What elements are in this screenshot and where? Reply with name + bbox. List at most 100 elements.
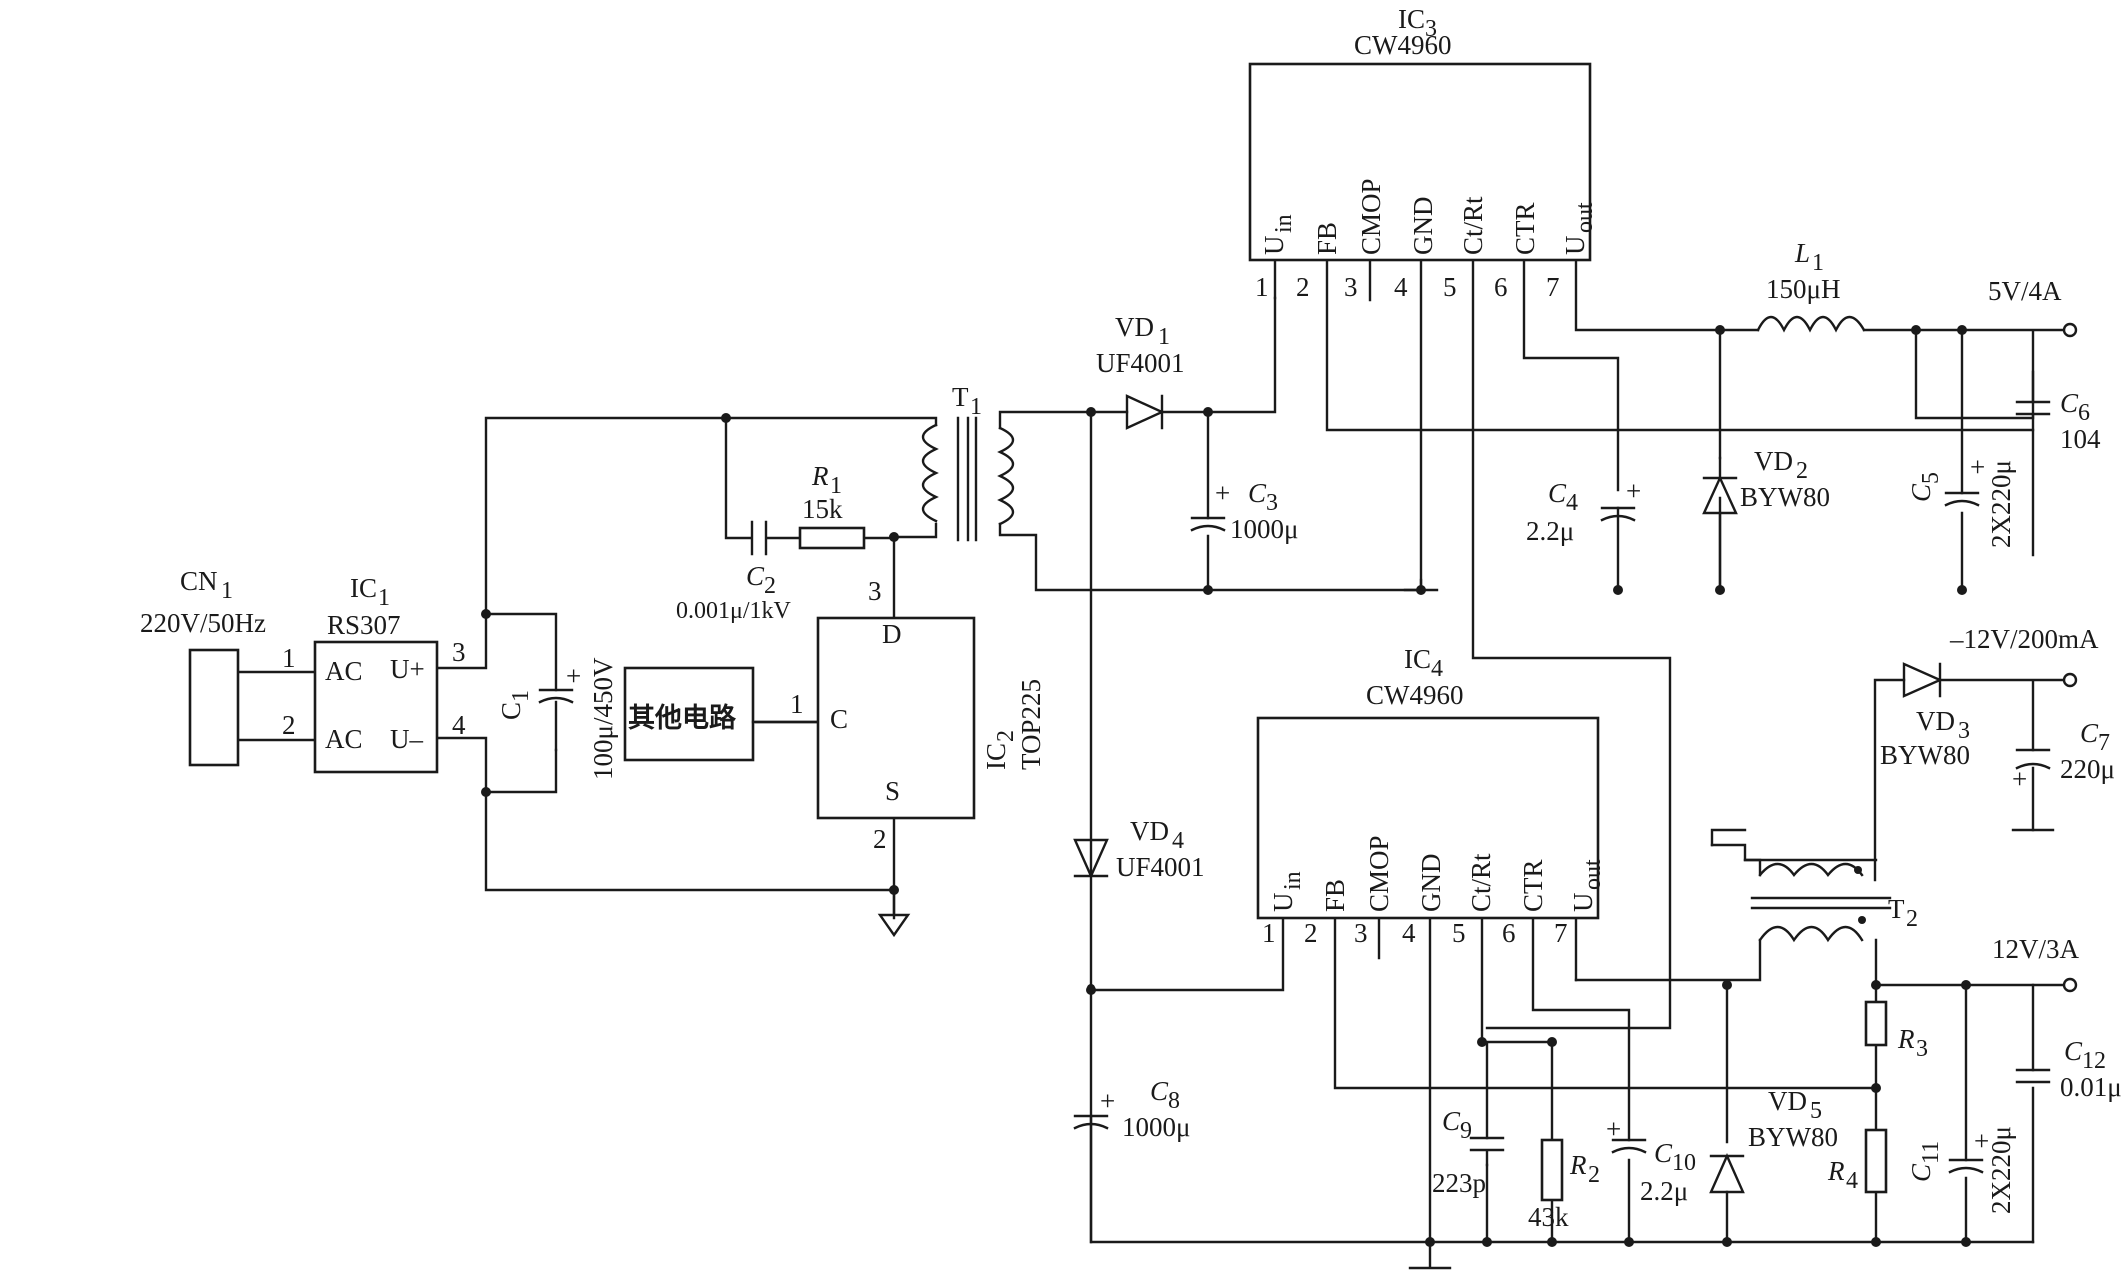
c2-sub: 2: [764, 573, 776, 599]
ic4-pin-gnd: GND: [1416, 854, 1446, 913]
ic4-pin-ctrt: Ct/Rt: [1466, 853, 1496, 912]
ic4-n3: 3: [1354, 918, 1368, 948]
connector-cn1: CN 1 220V/50Hz: [140, 566, 266, 767]
c3-sub: 3: [1266, 490, 1278, 516]
ic4-n2: 2: [1304, 918, 1318, 948]
ic4-n4: 4: [1402, 918, 1416, 948]
c1-ref: C: [496, 702, 526, 720]
ic3-pin-uin-sub: in: [1271, 214, 1297, 233]
ic3-pin-gnd: GND: [1408, 197, 1438, 256]
ic1-pin4: 4: [452, 710, 466, 740]
c7-plus: +: [2012, 764, 2027, 794]
ic1-sub: 1: [378, 585, 390, 611]
capacitor-c11: + C 11 2X220μ: [1906, 1126, 2016, 1214]
vd1-sub: 1: [1158, 324, 1170, 350]
r1-sub: 1: [830, 473, 842, 499]
c11-sub: 11: [1918, 1141, 1944, 1164]
r4-sub: 4: [1846, 1168, 1858, 1194]
vd4-ref: VD: [1130, 816, 1169, 846]
ic3-n7: 7: [1546, 272, 1560, 302]
ic4-n5: 5: [1452, 918, 1466, 948]
capacitor-c3: + C 3 1000μ: [1190, 478, 1298, 544]
c11-ref: C: [1906, 1163, 1936, 1182]
r2-ref: R: [1569, 1150, 1587, 1180]
ic2-ref: IC: [981, 743, 1011, 770]
ic1-up: U+: [390, 654, 425, 684]
ic1-ac1: AC: [325, 656, 363, 686]
resistor-r3: R 3: [1864, 1000, 1928, 1062]
ic4-n7: 7: [1554, 918, 1568, 948]
ic2-pin2: 2: [873, 824, 887, 854]
ic3-ref: IC: [1398, 4, 1425, 34]
capacitor-c8: + C 8 1000μ: [1073, 1076, 1190, 1142]
other-circuit-block: 其他电路: [623, 666, 820, 762]
ic2-part: TOP225: [1016, 679, 1046, 770]
ic3-n3: 3: [1344, 272, 1358, 302]
vd1-ref: VD: [1115, 312, 1154, 342]
ic2-c: C: [830, 704, 848, 734]
diode-vd2: VD 2 BYW80: [1702, 446, 1830, 592]
c4-plus: +: [1626, 476, 1641, 506]
capacitor-c10: + C 10 2.2μ: [1606, 1114, 1696, 1206]
ic4-pin-cmop: CMOP: [1364, 835, 1394, 912]
ic3-n6: 6: [1494, 272, 1508, 302]
c5-sub: 5: [1918, 472, 1944, 484]
c11-value: 2X220μ: [1986, 1126, 2016, 1214]
c1-value: 100μ/450V: [588, 657, 618, 780]
c6-ref: C: [2060, 388, 2079, 418]
ic2-s: S: [885, 776, 900, 806]
capacitor-c4: + C 4 2.2μ: [1526, 476, 1641, 546]
c10-value: 2.2μ: [1640, 1176, 1688, 1206]
c10-plus: +: [1606, 1114, 1621, 1144]
ic4-part: CW4960: [1366, 680, 1464, 710]
capacitor-c6: C 6 104: [2015, 388, 2101, 454]
c5-ref: C: [1906, 483, 1936, 502]
c7-sub: 7: [2098, 730, 2110, 756]
r1-ref: R: [811, 461, 829, 491]
c3-plus: +: [1215, 478, 1230, 508]
output-terminals: [2062, 322, 2078, 993]
l1-ref: L: [1794, 238, 1810, 268]
ic3-pin-uin: U: [1259, 236, 1289, 256]
ic3-part: CW4960: [1354, 30, 1452, 60]
ic2-pin3: 3: [868, 576, 882, 606]
inductor-l1: L 1 150μH: [1756, 238, 1866, 333]
c10-sub: 10: [1672, 1150, 1696, 1176]
ic3-n2: 2: [1296, 272, 1310, 302]
transformer-t2: T 2: [1710, 828, 1918, 943]
capacitor-c9: C 9 223p: [1432, 1106, 1505, 1198]
r2-sub: 2: [1588, 1162, 1600, 1188]
diode-vd1: VD 1 UF4001: [1096, 312, 1185, 430]
cn1-sub: 1: [221, 578, 233, 604]
diode-vd4: VD 4 UF4001: [1073, 816, 1205, 882]
ic3-pin-uout: U: [1560, 236, 1590, 256]
vd4-part: UF4001: [1116, 852, 1205, 882]
l1-value: 150μH: [1766, 274, 1840, 304]
c3-ref: C: [1248, 478, 1267, 508]
ic1-pin3: 3: [452, 637, 466, 667]
ic3-n4: 4: [1394, 272, 1408, 302]
t2-sub: 2: [1906, 906, 1918, 932]
c8-ref: C: [1150, 1076, 1169, 1106]
ic4-n6: 6: [1502, 918, 1516, 948]
ic4-sub: 4: [1431, 656, 1443, 682]
capacitor-c12: C 12 0.01μ: [2015, 1036, 2122, 1102]
output-5v-label: 5V/4A: [1988, 276, 2062, 306]
ic4-ref: IC: [1404, 644, 1431, 674]
c4-value: 2.2μ: [1526, 516, 1574, 546]
ground-symbol-bottom: [1408, 1240, 1452, 1270]
ic4-pin-uin: U: [1268, 893, 1298, 913]
t2-ref: T: [1888, 894, 1905, 924]
vd3-part: BYW80: [1880, 740, 1970, 770]
c10-ref: C: [1654, 1138, 1673, 1168]
capacitor-c7: + C 7 220μ: [2011, 718, 2115, 832]
t1-sub: 1: [970, 394, 982, 420]
transformer-t1: T 1: [921, 382, 1015, 542]
c12-value: 0.01μ: [2060, 1072, 2122, 1102]
c8-value: 1000μ: [1122, 1112, 1190, 1142]
c9-value: 223p: [1432, 1168, 1486, 1198]
ic3-pin-ctrt: Ct/Rt: [1458, 196, 1488, 255]
c9-sub: 9: [1460, 1118, 1472, 1144]
ic3-sub: 3: [1425, 16, 1437, 42]
c8-plus: +: [1100, 1086, 1115, 1116]
